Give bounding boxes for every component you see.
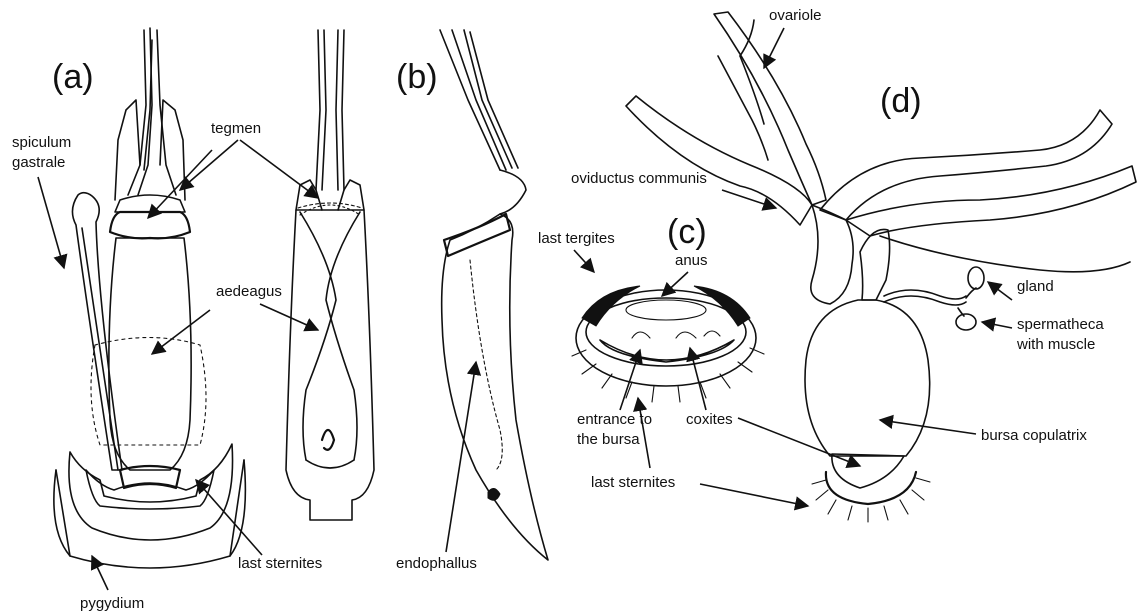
label-ovariole: ovariole	[769, 7, 822, 24]
label-coxites: coxites	[686, 411, 733, 428]
label-last-sternites-c: last sternites	[591, 474, 675, 491]
arrow-coxites-d	[738, 418, 860, 466]
label-endophallus: endophallus	[396, 555, 477, 572]
arrow-ovariole	[764, 28, 784, 68]
arrow-aedeagus-a	[152, 310, 210, 354]
leader-arrows	[38, 28, 1012, 590]
label-entrance-line2: the bursa	[577, 431, 640, 448]
panel-c-label: (c)	[667, 213, 707, 251]
label-last-sternites-a: last sternites	[238, 555, 322, 572]
arrow-tegmen-a2	[148, 150, 212, 218]
arrow-last-sternites-d	[700, 484, 808, 506]
arrow-last-sternites-c	[638, 398, 650, 468]
arrow-last-tergites	[574, 250, 594, 272]
label-spiculum: spiculum	[12, 134, 71, 151]
label-bursa-copulatrix: bursa copulatrix	[981, 427, 1087, 444]
arrow-gland	[988, 282, 1012, 300]
aedeagus-ventral-drawing	[286, 30, 374, 520]
label-anus: anus	[675, 252, 708, 269]
arrow-anus	[662, 272, 688, 296]
label-spermatheca: spermatheca	[1017, 316, 1104, 333]
arrow-oviductus	[722, 190, 776, 208]
arrow-tegmen-a	[180, 140, 238, 190]
female-apex-drawing	[572, 286, 764, 402]
arrow-bursa	[880, 420, 976, 434]
arrow-aedeagus-b	[260, 304, 318, 330]
panel-a-label: (a)	[52, 58, 94, 96]
label-oviductus: oviductus communis	[571, 170, 707, 187]
aedeagus-lateral-drawing	[440, 30, 548, 560]
label-last-tergites: last tergites	[538, 230, 615, 247]
panel-b-label: (b)	[396, 58, 438, 96]
label-aedeagus: aedeagus	[216, 283, 282, 300]
arrow-pygydium	[92, 556, 108, 590]
panel-d-label: (d)	[880, 82, 922, 120]
arrow-spermatheca	[982, 322, 1012, 328]
label-gland: gland	[1017, 278, 1054, 295]
arrow-last-sternites-a	[196, 480, 262, 555]
label-gastrale: gastrale	[12, 154, 65, 171]
label-with-muscle: with muscle	[1016, 336, 1095, 353]
label-pygydium: pygydium	[80, 595, 144, 612]
arrow-tegmen-b	[240, 140, 318, 198]
arrow-spiculum	[38, 177, 64, 268]
label-tegmen: tegmen	[211, 120, 261, 137]
